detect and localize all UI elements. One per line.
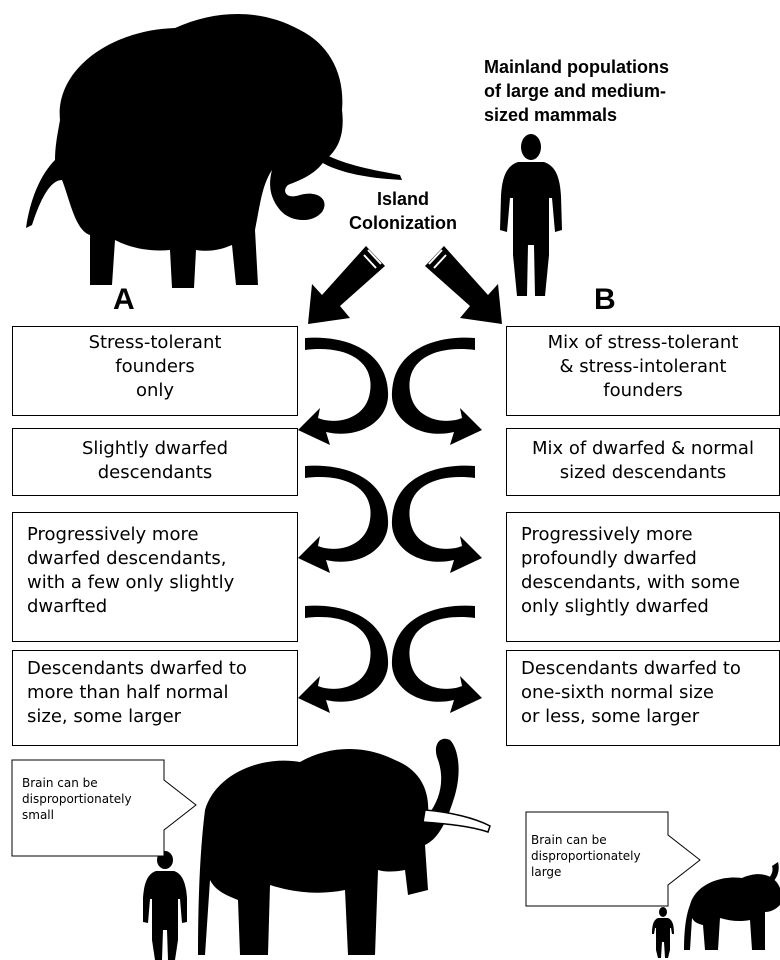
curved-arrow-icon	[392, 606, 482, 713]
mainland-human-icon	[500, 134, 562, 296]
box-b-2: Mix of dwarfed & normal sized descendant…	[506, 428, 780, 496]
colonization-arrow-b-icon	[425, 246, 502, 324]
dwarf-elephant-b-icon	[684, 862, 780, 950]
mainland-populations-label: Mainland populations of large and medium…	[484, 55, 754, 127]
column-b-letter: B	[594, 283, 616, 317]
curved-arrow-icon	[298, 606, 388, 713]
curved-arrows-b	[392, 338, 482, 713]
human-a-icon	[143, 851, 187, 960]
box-a-4: Descendants dwarfed to more than half no…	[12, 650, 298, 746]
curved-arrow-icon	[298, 338, 388, 445]
box-a-2: Slightly dwarfed descendants	[12, 428, 298, 496]
brain-note-b: Brain can be disproportionately large	[531, 832, 671, 880]
box-b-3: Progressively more profoundly dwarfed de…	[506, 512, 780, 642]
island-colonization-label: Island Colonization	[330, 187, 476, 235]
box-a-1: Stress-tolerant founders only	[12, 326, 298, 416]
dwarf-elephant-a-icon	[198, 739, 490, 955]
box-b-1: Mix of stress-tolerant & stress-intolera…	[506, 326, 780, 416]
curved-arrow-icon	[392, 466, 482, 573]
colonization-arrow-a-icon	[308, 246, 385, 324]
curved-arrow-icon	[298, 466, 388, 573]
curved-arrows-a	[298, 338, 388, 713]
box-a-3: Progressively more dwarfed descendants, …	[12, 512, 298, 642]
curved-arrow-icon	[392, 338, 482, 445]
box-b-4: Descendants dwarfed to one-sixth normal …	[506, 650, 780, 746]
brain-note-a: Brain can be disproportionately small	[22, 775, 172, 823]
mainland-elephant-icon	[26, 14, 402, 288]
human-b-icon	[652, 907, 674, 958]
column-a-letter: A	[113, 283, 135, 317]
